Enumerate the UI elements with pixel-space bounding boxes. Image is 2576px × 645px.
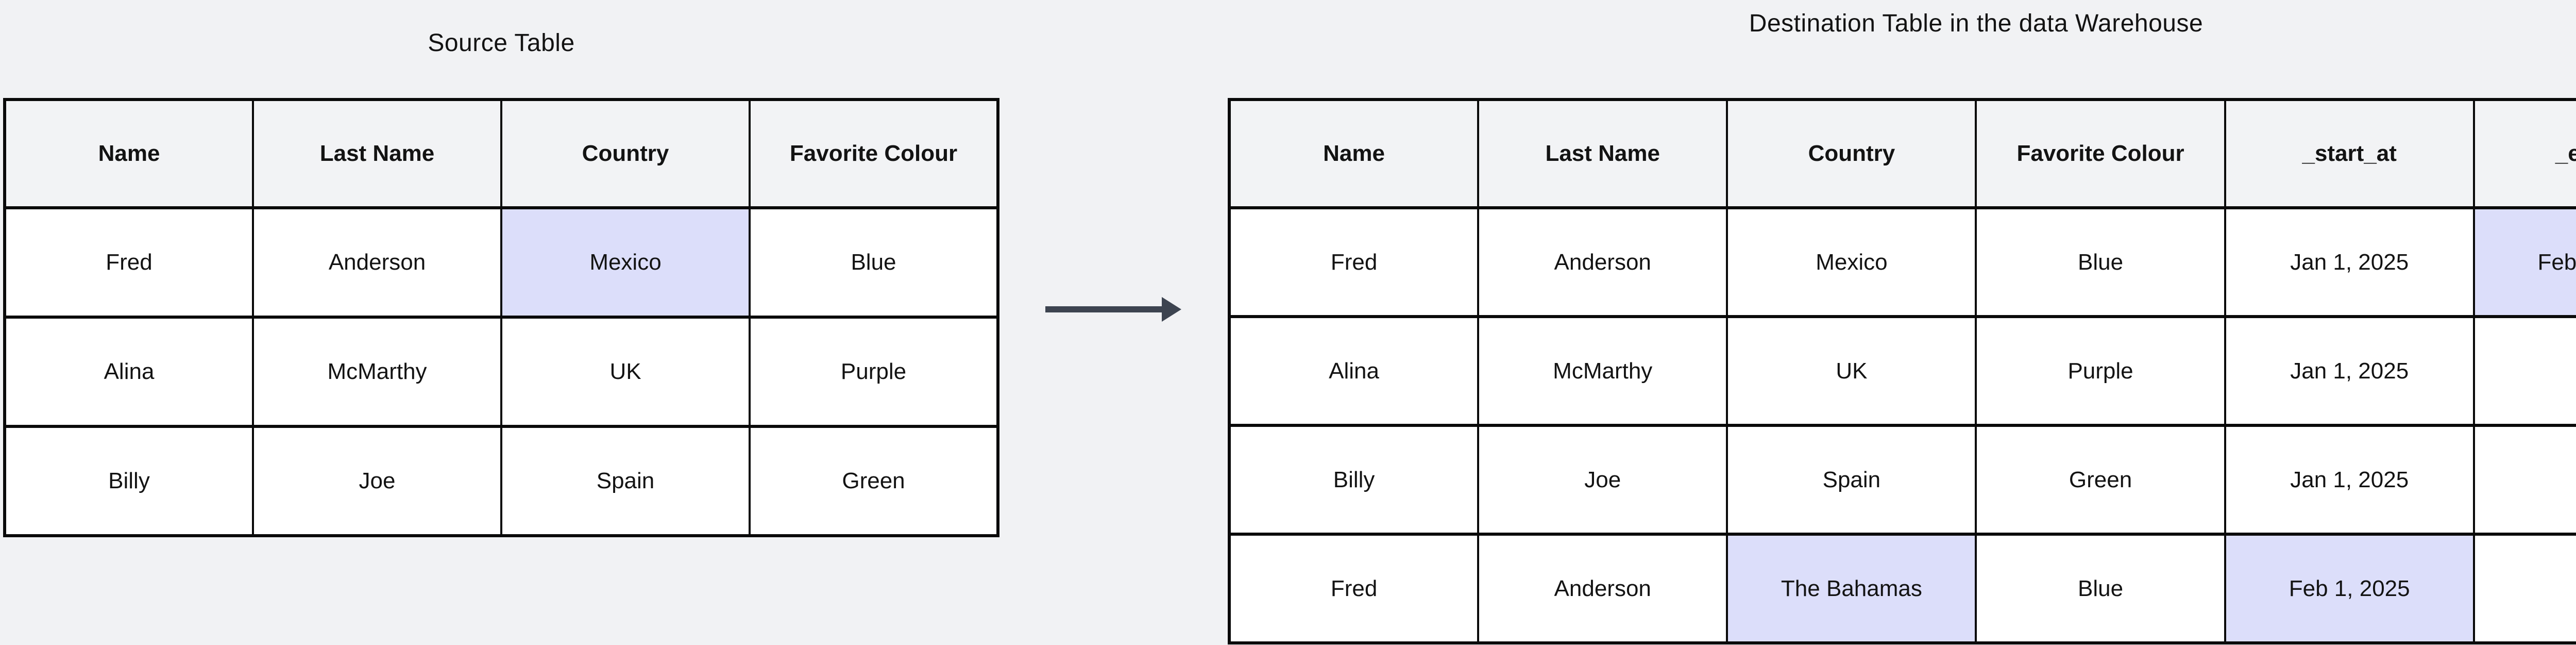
source-cell-r2-last-name: McMarthy bbox=[252, 316, 502, 428]
destination-row-3: Billy Joe Spain Green Jan 1, 2025 bbox=[1228, 424, 2576, 536]
source-row-1: Fred Anderson Mexico Blue bbox=[4, 206, 999, 319]
destination-cell-r2-country: UK bbox=[1726, 315, 1977, 427]
source-table: Name Last Name Country Favorite Colour F… bbox=[3, 98, 999, 537]
destination-cell-r3-name: Billy bbox=[1228, 424, 1480, 536]
destination-cell-r3-favorite-colour: Green bbox=[1975, 424, 2226, 536]
source-header-last-name: Last Name bbox=[252, 98, 502, 209]
destination-header-country: Country bbox=[1726, 98, 1977, 209]
source-header-row: Name Last Name Country Favorite Colour bbox=[4, 98, 999, 209]
destination-header-favorite-colour: Favorite Colour bbox=[1975, 98, 2226, 209]
destination-header-row: Name Last Name Country Favorite Colour _… bbox=[1228, 98, 2576, 209]
source-cell-r2-favorite-colour: Purple bbox=[749, 316, 999, 428]
destination-cell-r4-last-name: Anderson bbox=[1477, 533, 1728, 644]
destination-header-end-at: _end_at bbox=[2472, 98, 2576, 209]
source-cell-r3-favorite-colour: Green bbox=[749, 425, 999, 537]
destination-cell-r2-favorite-colour: Purple bbox=[1975, 315, 2226, 427]
destination-cell-r2-end-at-empty bbox=[2472, 315, 2576, 427]
destination-cell-r1-end-at-highlighted: Feb 1, 2025 bbox=[2472, 206, 2576, 318]
destination-cell-r3-country: Spain bbox=[1726, 424, 1977, 536]
source-header-favorite-colour: Favorite Colour bbox=[749, 98, 999, 209]
destination-table: Name Last Name Country Favorite Colour _… bbox=[1228, 98, 2576, 644]
arrow-right-icon bbox=[1045, 297, 1181, 322]
destination-header-last-name: Last Name bbox=[1477, 98, 1728, 209]
source-cell-r3-name: Billy bbox=[4, 425, 254, 537]
destination-cell-r2-start-at: Jan 1, 2025 bbox=[2224, 315, 2475, 427]
destination-table-grid: Name Last Name Country Favorite Colour _… bbox=[1228, 98, 2576, 644]
destination-cell-r1-name: Fred bbox=[1228, 206, 1480, 318]
destination-cell-r3-start-at: Jan 1, 2025 bbox=[2224, 424, 2475, 536]
destination-cell-r2-name: Alina bbox=[1228, 315, 1480, 427]
destination-row-1: Fred Anderson Mexico Blue Jan 1, 2025 Fe… bbox=[1228, 206, 2576, 318]
source-header-country: Country bbox=[500, 98, 751, 209]
destination-cell-r4-start-at-highlighted: Feb 1, 2025 bbox=[2224, 533, 2475, 644]
source-row-3: Billy Joe Spain Green bbox=[4, 425, 999, 537]
destination-cell-r4-country-highlighted: The Bahamas bbox=[1726, 533, 1977, 644]
destination-header-name: Name bbox=[1228, 98, 1480, 209]
source-cell-r1-name: Fred bbox=[4, 206, 254, 319]
destination-cell-r4-name: Fred bbox=[1228, 533, 1480, 644]
destination-cell-r2-last-name: McMarthy bbox=[1477, 315, 1728, 427]
destination-table-title: Destination Table in the data Warehouse bbox=[1749, 10, 2204, 37]
destination-cell-r1-last-name: Anderson bbox=[1477, 206, 1728, 318]
destination-cell-r1-start-at: Jan 1, 2025 bbox=[2224, 206, 2475, 318]
destination-header-start-at: _start_at bbox=[2224, 98, 2475, 209]
source-row-2: Alina McMarthy UK Purple bbox=[4, 316, 999, 428]
destination-row-4: Fred Anderson The Bahamas Blue Feb 1, 20… bbox=[1228, 533, 2576, 644]
source-cell-r1-last-name: Anderson bbox=[252, 206, 502, 319]
source-cell-r3-country: Spain bbox=[500, 425, 751, 537]
destination-cell-r1-country: Mexico bbox=[1726, 206, 1977, 318]
source-cell-r3-last-name: Joe bbox=[252, 425, 502, 537]
source-header-name: Name bbox=[4, 98, 254, 209]
source-cell-r1-country-highlighted: Mexico bbox=[500, 206, 751, 319]
source-cell-r2-name: Alina bbox=[4, 316, 254, 428]
source-cell-r1-favorite-colour: Blue bbox=[749, 206, 999, 319]
source-cell-r2-country: UK bbox=[500, 316, 751, 428]
destination-cell-r4-end-at-empty bbox=[2472, 533, 2576, 644]
destination-cell-r4-favorite-colour: Blue bbox=[1975, 533, 2226, 644]
destination-row-2: Alina McMarthy UK Purple Jan 1, 2025 bbox=[1228, 315, 2576, 427]
source-table-grid: Name Last Name Country Favorite Colour F… bbox=[3, 98, 999, 537]
source-table-title: Source Table bbox=[428, 29, 575, 57]
destination-cell-r1-favorite-colour: Blue bbox=[1975, 206, 2226, 318]
destination-cell-r3-last-name: Joe bbox=[1477, 424, 1728, 536]
destination-cell-r3-end-at-empty bbox=[2472, 424, 2576, 536]
